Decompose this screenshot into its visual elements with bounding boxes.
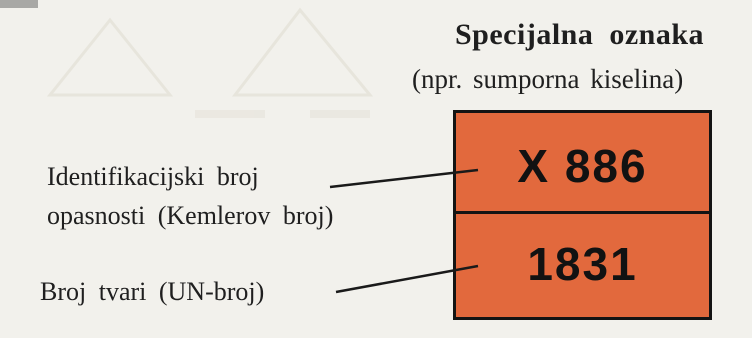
- plate-divider: [456, 211, 709, 214]
- kemler-label-line1: Identifikacijski broj: [47, 162, 259, 191]
- heading-subtitle: (npr. sumporna kiselina): [412, 64, 684, 94]
- un-substance-number: 1831: [527, 238, 638, 290]
- kemler-label-line2: opasnosti (Kemlerov broj): [47, 201, 334, 230]
- un-label: Broj tvari (UN-broj): [40, 277, 265, 306]
- scan-edge-mark: [0, 0, 38, 8]
- orange-hazard-plate: X 886 1831: [453, 110, 712, 320]
- hazard-identification-number: X 886: [517, 140, 648, 192]
- heading-title: Specijalna oznaka: [455, 18, 705, 51]
